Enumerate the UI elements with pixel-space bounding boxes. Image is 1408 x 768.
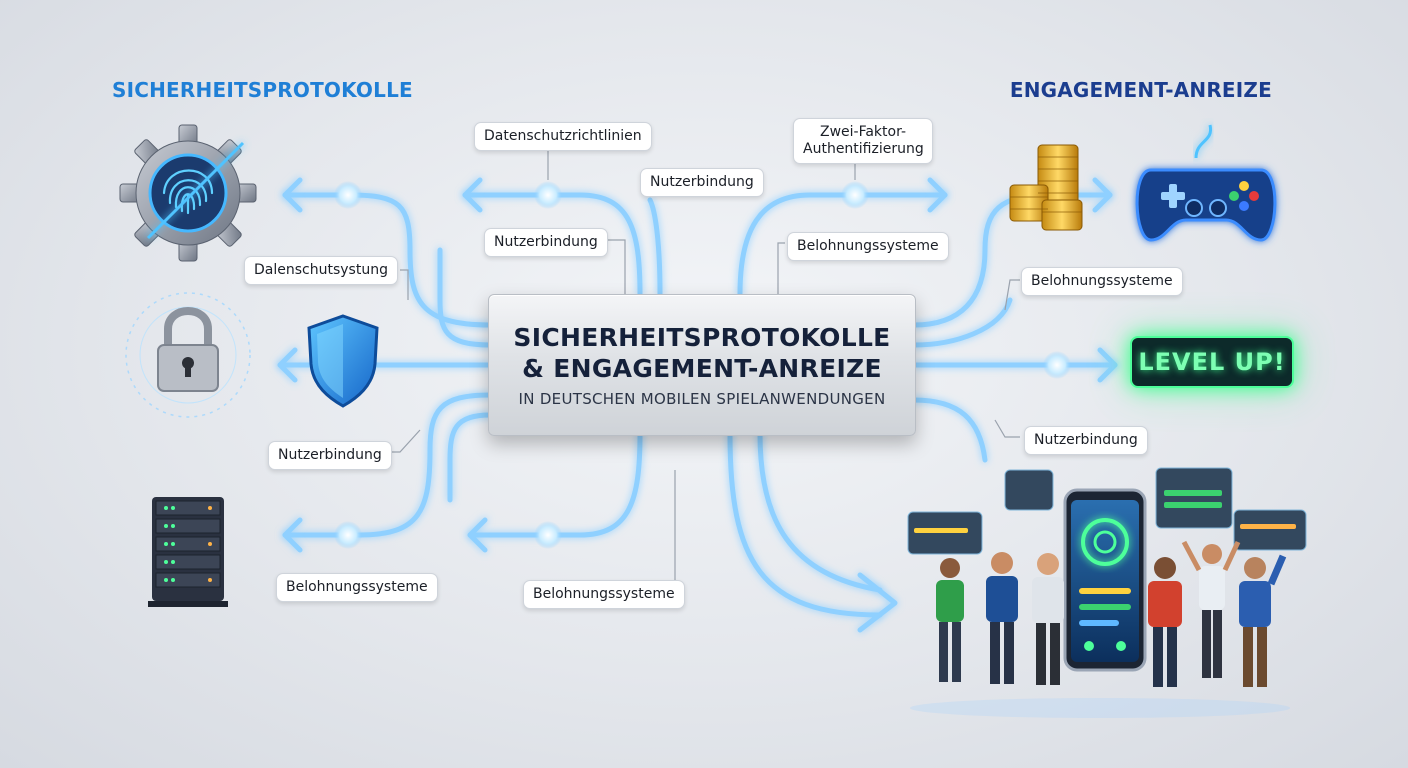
- central-title-box: SICHERHEITSPROTOKOLLE & ENGAGEMENT-ANREI…: [488, 294, 916, 436]
- padlock-icon: [125, 292, 251, 418]
- tag-zwei-faktor: Zwei-Faktor-Authentifizierung: [793, 118, 933, 164]
- tag-belohnungssysteme-right: Belohnungssysteme: [1021, 267, 1183, 296]
- chat-cards: [907, 467, 1307, 555]
- right-flows: [727, 192, 1118, 618]
- central-title-line2: & ENGAGEMENT-ANREIZE: [522, 354, 882, 383]
- left-heading: SICHERHEITSPROTOKOLLE: [112, 78, 413, 102]
- arrowheads: [277, 177, 1118, 633]
- left-flows: [277, 192, 663, 538]
- flow-nodes: [334, 181, 1071, 549]
- right-heading: ENGAGEMENT-ANREIZE: [1009, 78, 1272, 102]
- people-group-icon: [910, 540, 1290, 718]
- tag-dalenschutsystung: Dalenschutsystung: [244, 256, 398, 285]
- gamepad-icon: [1135, 124, 1277, 242]
- tag-nutzerbindung-left: Nutzerbindung: [268, 441, 392, 470]
- tag-belohnungssysteme-bottom: Belohnungssysteme: [523, 580, 685, 609]
- tag-nutzerbindung-right: Nutzerbindung: [1024, 426, 1148, 455]
- tag-belohnungssysteme-left: Belohnungssysteme: [276, 573, 438, 602]
- server-rack-icon: [148, 497, 228, 607]
- smartphone-icon: [1063, 488, 1147, 672]
- level-up-badge: LEVEL UP!: [1130, 336, 1294, 388]
- central-subtitle: IN DEUTSCHEN MOBILEN SPIELANWENDUNGEN: [518, 390, 886, 409]
- tag-datenschutzrichtlinien: Datenschutzrichtlinien: [474, 122, 652, 151]
- shield-icon: [307, 314, 379, 408]
- coin-stack-icon: [1009, 144, 1083, 231]
- central-title-line1: SICHERHEITSPROTOKOLLE: [513, 322, 891, 352]
- fingerprint-gear-icon: [119, 124, 257, 262]
- tag-nutzerbindung-upper-left: Nutzerbindung: [484, 228, 608, 257]
- tag-belohnungssysteme-top-right: Belohnungssysteme: [787, 232, 949, 261]
- tag-nutzerbindung-top: Nutzerbindung: [640, 168, 764, 197]
